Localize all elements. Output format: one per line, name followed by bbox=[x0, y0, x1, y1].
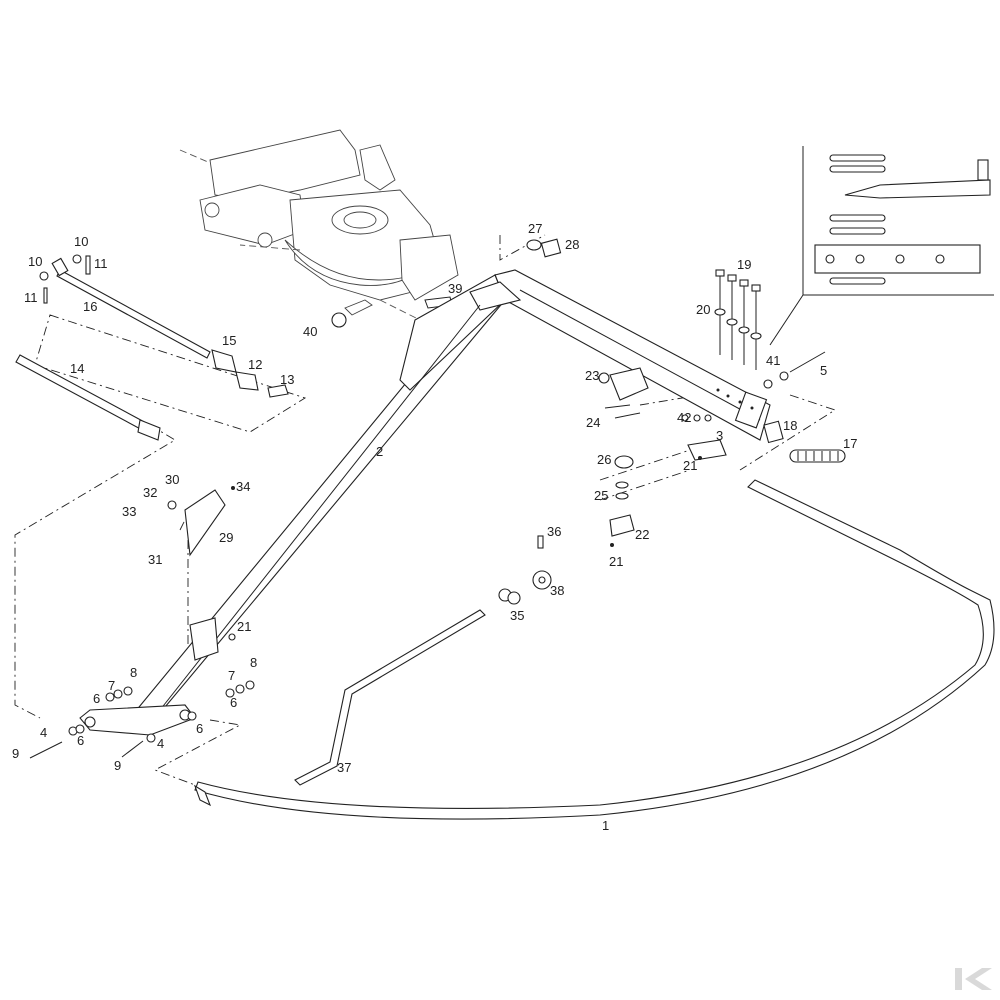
inset-plate-bottom bbox=[814, 214, 981, 285]
callout-12: 12 bbox=[248, 357, 262, 372]
callout-23: 23 bbox=[585, 368, 599, 383]
callout-3: 3 bbox=[716, 428, 723, 443]
spring-17 bbox=[789, 449, 846, 463]
callout-7: 7 bbox=[108, 678, 115, 693]
callout-5: 5 bbox=[820, 363, 827, 378]
bracket-29 bbox=[167, 486, 235, 557]
callout-28: 28 bbox=[565, 237, 579, 252]
assembly-group-lines bbox=[14, 234, 837, 786]
callout-39: 39 bbox=[448, 281, 462, 296]
callout-8b: 8 bbox=[250, 655, 257, 670]
callout-6d: 6 bbox=[196, 721, 203, 736]
callout-34: 34 bbox=[236, 479, 250, 494]
callout-1: 1 bbox=[602, 818, 609, 833]
callout-38: 38 bbox=[550, 583, 564, 598]
callout-6b: 6 bbox=[230, 695, 237, 710]
callout-10: 10 bbox=[28, 254, 42, 269]
bolts-19 bbox=[714, 269, 762, 370]
nut-27-28 bbox=[331, 238, 562, 328]
lever-3 bbox=[681, 414, 727, 461]
main-frame bbox=[129, 269, 771, 726]
shaft-16 bbox=[51, 257, 289, 398]
callout-21: 21 bbox=[237, 619, 251, 634]
callout-21b: 21 bbox=[683, 458, 697, 473]
callout-26: 26 bbox=[597, 452, 611, 467]
callout-36: 36 bbox=[547, 524, 561, 539]
sprocket-38 bbox=[498, 535, 552, 605]
callout-6: 6 bbox=[93, 691, 100, 706]
callout-37: 37 bbox=[337, 760, 351, 775]
callout-9: 9 bbox=[12, 746, 19, 761]
plate-18 bbox=[763, 420, 784, 444]
bolts-24 bbox=[604, 404, 641, 419]
shaft-14 bbox=[15, 354, 161, 441]
inset-detail-box bbox=[769, 146, 994, 346]
bolt-5 bbox=[763, 351, 826, 389]
callout-42: 42 bbox=[677, 410, 691, 425]
callout-11: 11 bbox=[24, 290, 38, 305]
callout-17: 17 bbox=[843, 436, 857, 451]
inset-plate-top bbox=[829, 154, 991, 199]
bracket-23 bbox=[598, 367, 649, 401]
callout-16: 16 bbox=[83, 299, 97, 314]
callout-8: 8 bbox=[130, 665, 137, 680]
rod-37 bbox=[294, 609, 486, 786]
callout-4b: 4 bbox=[157, 736, 164, 751]
callout-7b: 7 bbox=[228, 668, 235, 683]
callout-24: 24 bbox=[586, 415, 600, 430]
callout-27: 27 bbox=[528, 221, 542, 236]
callout-22: 22 bbox=[635, 527, 649, 542]
callout-21c: 21 bbox=[609, 554, 623, 569]
washer-stacks bbox=[29, 633, 255, 759]
callout-11b: 11 bbox=[94, 256, 108, 271]
mounting-bracket bbox=[79, 617, 219, 736]
callout-25: 25 bbox=[594, 488, 608, 503]
callout-13: 13 bbox=[280, 372, 294, 387]
pin-10-11 bbox=[39, 254, 91, 304]
callout-labels: 1 2 3 4 4 5 6 6 6 6 7 7 8 8 9 9 10 10 11… bbox=[12, 221, 857, 833]
callout-14: 14 bbox=[70, 361, 84, 376]
kramp-k-logo-icon bbox=[955, 968, 992, 990]
callout-30: 30 bbox=[165, 472, 179, 487]
callout-41: 41 bbox=[766, 353, 780, 368]
callout-2: 2 bbox=[376, 444, 383, 459]
callout-33: 33 bbox=[122, 504, 136, 519]
bar-1 bbox=[193, 479, 995, 820]
callout-29: 29 bbox=[219, 530, 233, 545]
callout-35: 35 bbox=[510, 608, 524, 623]
callout-20: 20 bbox=[696, 302, 710, 317]
callout-10b: 10 bbox=[74, 234, 88, 249]
callout-31: 31 bbox=[148, 552, 162, 567]
callout-32: 32 bbox=[143, 485, 157, 500]
callout-19: 19 bbox=[737, 257, 751, 272]
callout-15: 15 bbox=[222, 333, 236, 348]
gearbox-assembly bbox=[179, 129, 459, 321]
callout-40: 40 bbox=[303, 324, 317, 339]
callout-18: 18 bbox=[783, 418, 797, 433]
callout-4: 4 bbox=[40, 725, 47, 740]
callout-9b: 9 bbox=[114, 758, 121, 773]
knob-26 bbox=[609, 455, 702, 547]
callout-6c: 6 bbox=[77, 733, 84, 748]
